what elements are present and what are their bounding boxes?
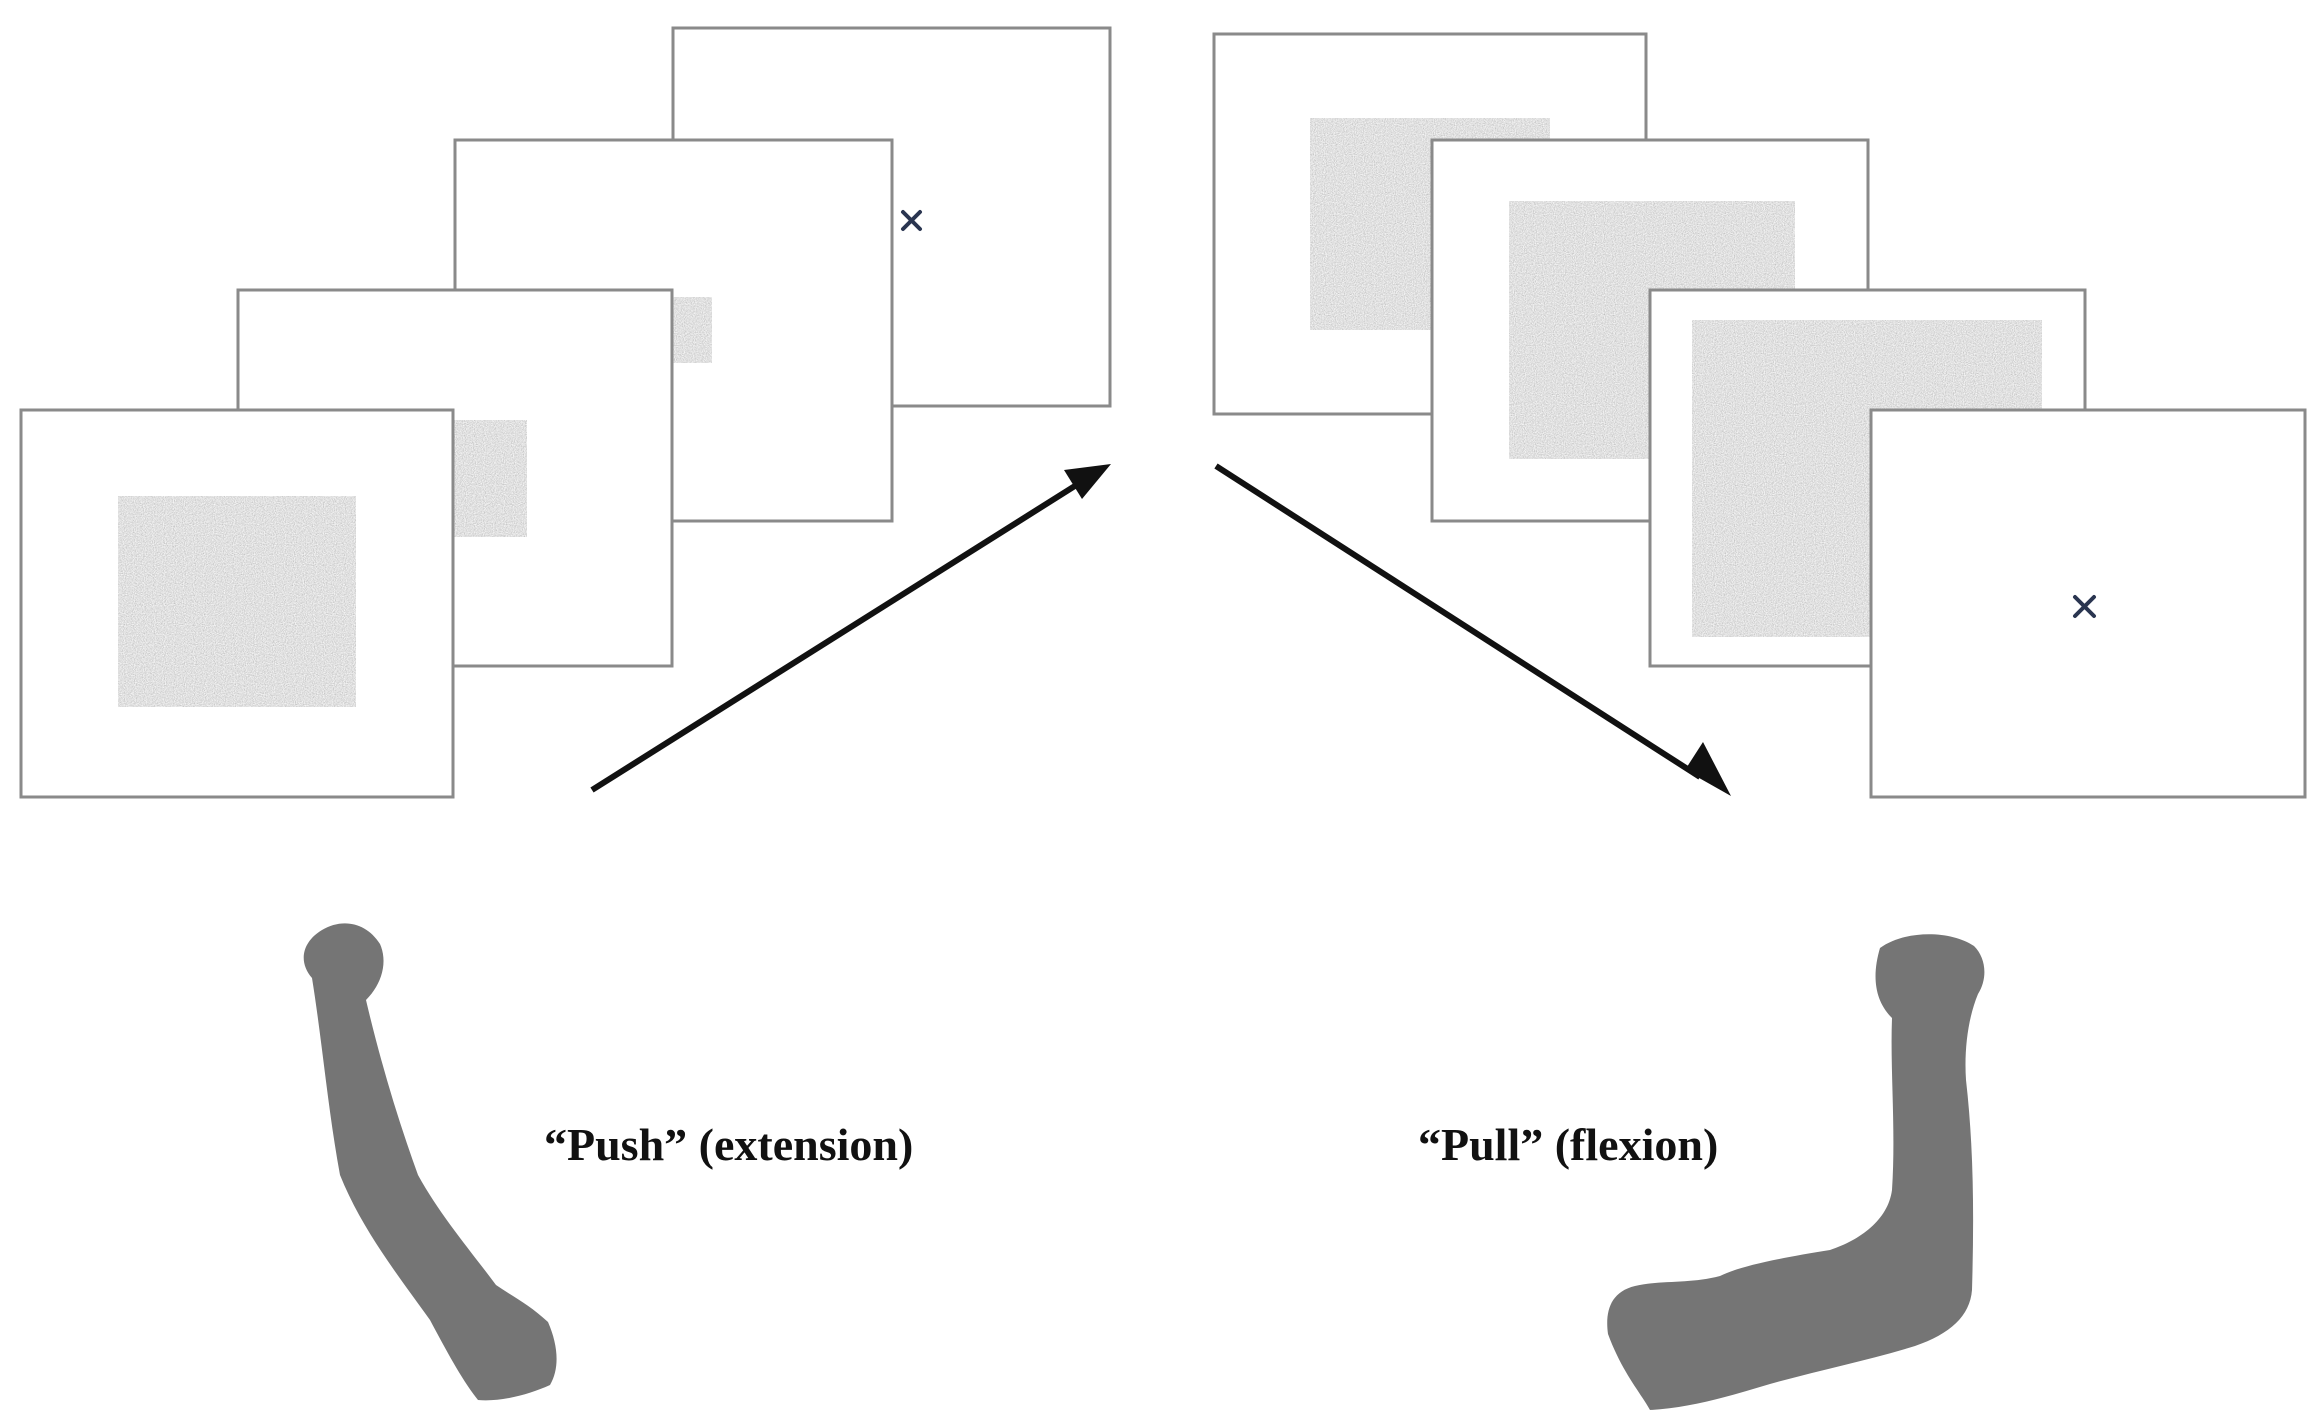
push-extension-label: “Push” (extension) xyxy=(544,1119,913,1170)
fixation-cross-icon xyxy=(901,210,922,231)
flexed-arm-icon xyxy=(1607,934,1985,1410)
pull-frame-4-fixation xyxy=(1869,408,2307,799)
noise-square-large xyxy=(118,496,356,707)
pull-arrow xyxy=(1214,463,1731,796)
fixation-cross-icon xyxy=(2073,595,2096,618)
pull-sequence xyxy=(1212,32,2307,799)
pull-flexion-label: “Pull” (flexion) xyxy=(1418,1119,1718,1170)
noise-square-medium xyxy=(453,420,527,537)
push-frame-1-large-stimulus xyxy=(19,408,455,799)
noise-square-small xyxy=(672,297,712,363)
push-sequence xyxy=(19,26,1112,799)
push-arrow xyxy=(590,464,1111,793)
extended-arm-icon xyxy=(303,923,557,1401)
